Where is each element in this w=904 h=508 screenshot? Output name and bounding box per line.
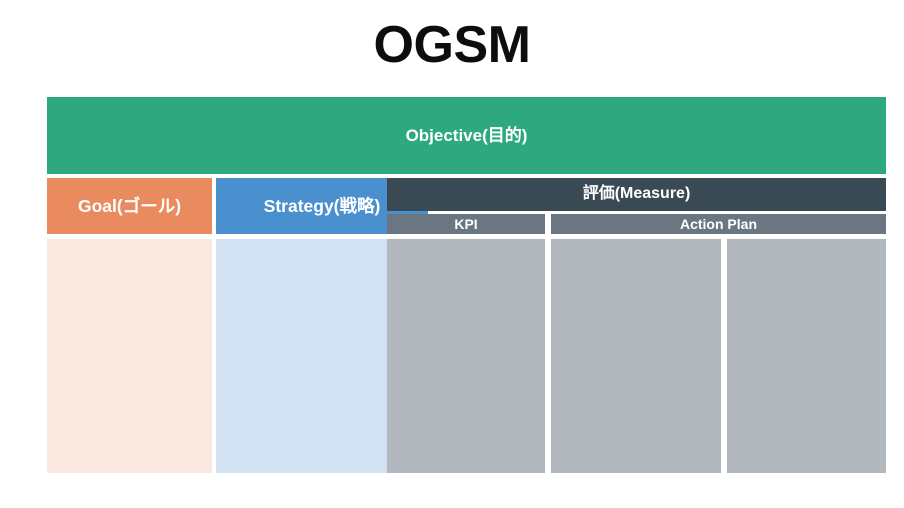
page-title: OGSM [373, 16, 531, 74]
action-plan-body-cell-1[interactable] [551, 239, 721, 473]
goal-header-label: Goal(ゴール) [77, 195, 182, 216]
goal-body-cell[interactable] [47, 239, 212, 473]
kpi-subheader-cell[interactable]: KPI [387, 214, 545, 234]
measure-header-label: 評価(Measure) [582, 185, 691, 203]
kpi-subheader-label: KPI [454, 215, 478, 232]
objective-header-cell[interactable]: Objective(目的) [47, 97, 886, 174]
kpi-body-cell[interactable] [387, 239, 545, 473]
objective-header-label: Objective(目的) [405, 125, 528, 145]
action-plan-subheader-cell[interactable]: Action Plan [551, 214, 886, 234]
action-plan-subheader-label: Action Plan [679, 215, 757, 232]
strategy-header-label: Strategy(戦略) [263, 195, 381, 216]
ogsm-framework-table: Objective(目的) Goal(ゴール) Strategy(戦略) 評価(… [47, 97, 886, 473]
action-plan-body-cell-2[interactable] [727, 239, 886, 473]
goal-header-cell[interactable]: Goal(ゴール) [47, 178, 212, 234]
measure-header-cell[interactable]: 評価(Measure) [387, 178, 886, 211]
